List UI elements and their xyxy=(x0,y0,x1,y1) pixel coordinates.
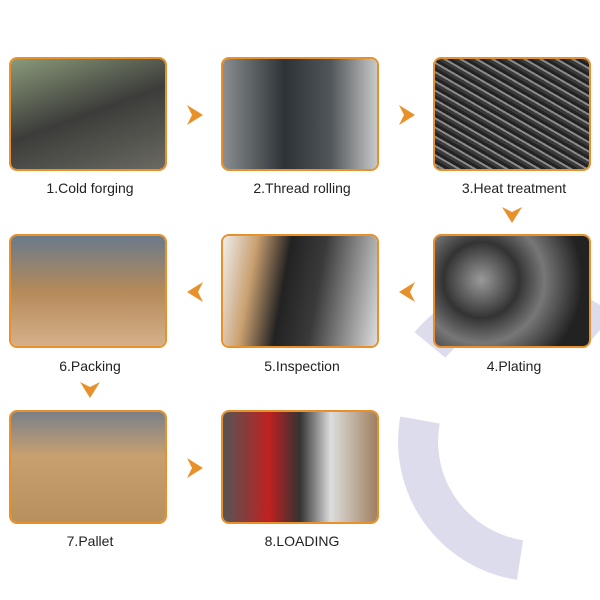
step-2-label: 2.Thread rolling xyxy=(253,180,351,196)
step-5-label: 5.Inspection xyxy=(264,358,340,374)
arrow-right-icon xyxy=(187,458,203,478)
step-4-label: 4.Plating xyxy=(486,358,542,374)
step-3-label: 3.Heat treatment xyxy=(461,180,567,196)
step-6-label: 6.Packing xyxy=(59,358,121,374)
step-6-image xyxy=(9,234,167,348)
step-2-image xyxy=(221,57,379,171)
step-8-image xyxy=(221,410,379,524)
step-1-label: 1.Cold forging xyxy=(46,180,134,196)
step-7-label: 7.Pallet xyxy=(66,533,114,549)
step-5-image xyxy=(221,234,379,348)
step-1-image xyxy=(9,57,167,171)
arrow-right-icon xyxy=(187,105,203,125)
step-3-image xyxy=(433,57,591,171)
arrow-down-icon xyxy=(502,207,522,223)
step-8-label: 8.LOADING xyxy=(264,533,340,549)
arrow-right-icon xyxy=(399,105,415,125)
step-7-image xyxy=(9,410,167,524)
arrow-down-icon xyxy=(80,382,100,398)
arrow-left-icon xyxy=(187,282,203,302)
arrow-left-icon xyxy=(399,282,415,302)
step-4-image xyxy=(433,234,591,348)
